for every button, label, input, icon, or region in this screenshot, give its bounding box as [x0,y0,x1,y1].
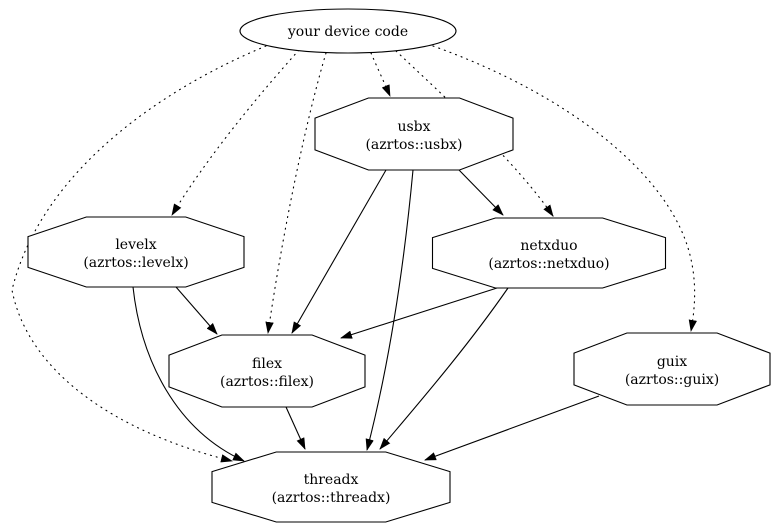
edge-netxduo-threadx [379,287,509,450]
node-filex: filex(azrtos::filex) [168,334,366,408]
node-usbx: usbx(azrtos::usbx) [314,97,514,171]
node-device: your device code [239,8,457,54]
node-filex-shape [168,334,366,408]
node-filex-sublabel: (azrtos::filex) [220,374,314,390]
node-threadx-label: threadx [304,472,359,488]
edge-device-levelx [171,49,300,216]
node-levelx: levelx(azrtos::levelx) [27,216,245,288]
edge-device-guix [432,45,698,332]
node-netxduo: netxduo(azrtos::netxduo) [431,217,667,289]
node-guix-shape [573,332,771,406]
node-usbx-sublabel: (azrtos::usbx) [365,137,462,153]
node-device-label: your device code [287,24,408,40]
node-device-shape [239,8,457,54]
node-levelx-shape [27,216,245,288]
edge-filex-threadx [285,406,306,450]
node-levelx-sublabel: (azrtos::levelx) [83,255,188,271]
edge-usbx-threadx [365,169,414,451]
edge-usbx-netxduo [458,169,504,216]
node-levelx-label: levelx [115,237,156,253]
edge-device-filex [265,52,327,334]
edge-device-threadx [11,45,267,463]
node-usbx-shape [314,97,514,171]
edge-netxduo-filex [340,287,498,339]
node-threadx-shape [211,451,451,523]
node-guix-sublabel: (azrtos::guix) [625,372,719,388]
edge-device-usbx [370,52,391,97]
node-netxduo-label: netxduo [520,238,577,254]
node-netxduo-sublabel: (azrtos::netxduo) [488,256,609,272]
node-usbx-label: usbx [397,119,430,135]
node-guix: guix(azrtos::guix) [573,332,771,406]
edge-levelx-filex [175,286,218,335]
edge-usbx-filex [291,169,387,334]
node-threadx-sublabel: (azrtos::threadx) [272,490,391,506]
node-threadx: threadx(azrtos::threadx) [211,451,451,523]
edge-levelx-threadx [132,286,245,462]
node-guix-label: guix [657,354,687,370]
node-netxduo-shape [431,217,667,289]
node-filex-label: filex [252,356,282,372]
edge-guix-threadx [424,395,600,461]
